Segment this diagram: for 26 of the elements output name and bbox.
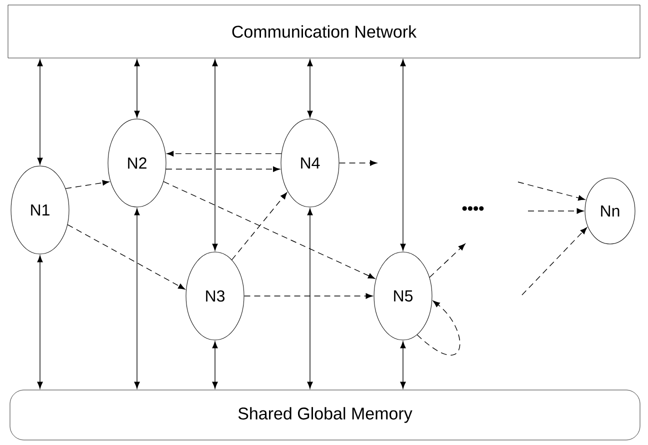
arrow <box>518 182 586 201</box>
arrow <box>307 59 313 118</box>
arrow <box>528 208 584 214</box>
arrow <box>400 59 406 251</box>
arrow <box>37 255 43 389</box>
arrow <box>522 227 588 296</box>
arrow <box>400 341 406 389</box>
arrow <box>307 208 313 389</box>
arrow <box>67 224 186 290</box>
arrow <box>134 208 140 389</box>
memory-bar: Shared Global Memory <box>10 390 640 440</box>
arrow <box>134 59 140 118</box>
ellipsis-dots: •••• <box>462 206 484 211</box>
network-bar: Communication Network <box>8 4 640 58</box>
arrow <box>232 192 288 260</box>
arrow <box>65 180 110 189</box>
arrow <box>163 181 376 279</box>
arrow <box>429 244 466 278</box>
arrow <box>416 300 460 356</box>
arrow <box>212 59 218 251</box>
arrow <box>166 166 280 172</box>
arrow <box>244 293 373 299</box>
arrow <box>338 160 377 166</box>
arrow <box>166 150 282 156</box>
arrow <box>37 59 43 165</box>
arrow <box>212 341 218 389</box>
